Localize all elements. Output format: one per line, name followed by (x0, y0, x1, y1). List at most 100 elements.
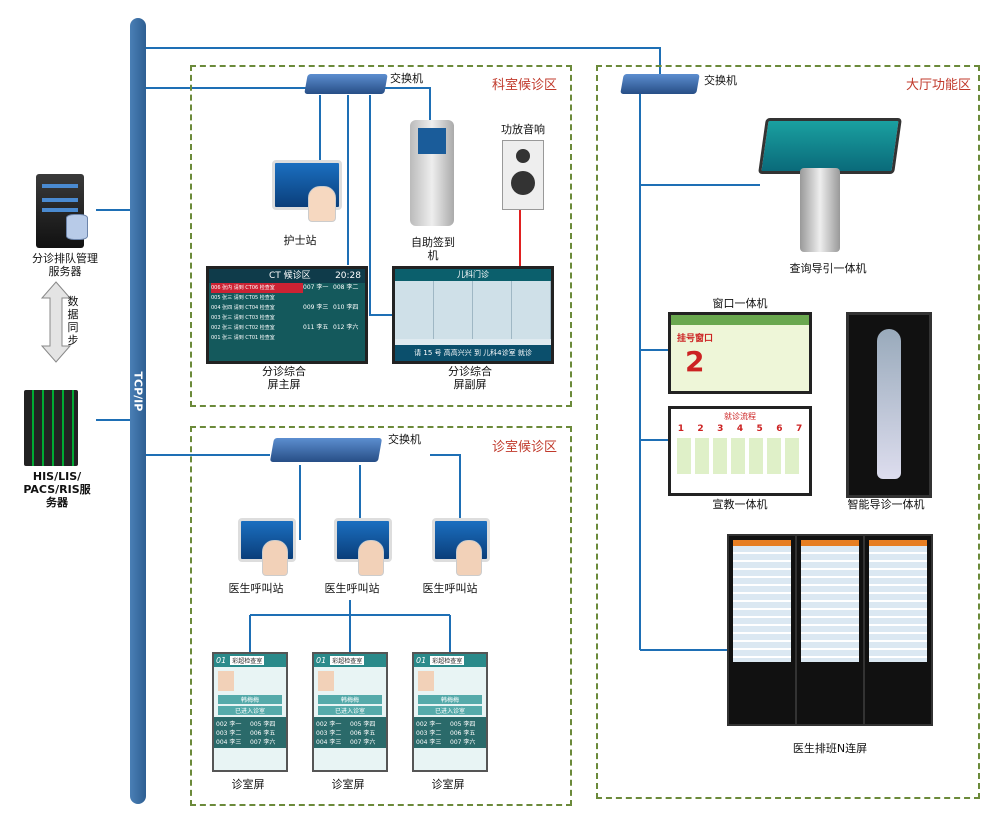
hall-switch-label: 交换机 (704, 74, 737, 87)
nurse-station-label: 护士站 (283, 234, 317, 247)
zone-hall (596, 65, 980, 799)
room-status: 已进入诊室 (318, 706, 382, 715)
queue-item: 007 李一 (303, 284, 329, 291)
query-kiosk-label: 查询导引一体机 (789, 262, 867, 275)
room-screen: 01 彩超检查室 韩梅梅 已进入诊室 002 李一 005 李四 003 李二 … (312, 652, 388, 772)
step-number: 5 (756, 424, 763, 434)
room-queue-item: 006 李五 (250, 730, 276, 737)
room-queue-item: 003 李二 (416, 730, 442, 737)
speaker-icon (502, 140, 544, 210)
room-queue-item: 007 李六 (250, 739, 276, 746)
main-screen-row: 002 张三 请到 CT02 检查室 (211, 325, 275, 331)
zone-dept-wait (190, 65, 572, 407)
dept-switch-icon (304, 74, 388, 94)
education-unit-label: 宣教一体机 (712, 498, 768, 511)
sync-label: 数 据 同 步 (67, 295, 79, 347)
room-queue-item: 006 李五 (350, 730, 376, 737)
schedule-screen-1 (727, 534, 797, 726)
room-doctor: 韩梅梅 (218, 695, 282, 704)
room-title: 彩超检查室 (330, 656, 365, 665)
room-queue-item: 005 李四 (450, 721, 476, 728)
sub-screen-label: 分诊综合 屏副屏 (448, 365, 492, 391)
backbone-label: TCP/IP (131, 371, 145, 412)
tcp-ip-backbone (130, 18, 146, 804)
his-server-label: HIS/LIS/ PACS/RIS服 务器 (23, 470, 91, 509)
clinic-switch-icon (269, 438, 383, 462)
room-title: 彩超检查室 (430, 656, 465, 665)
step-number: 3 (717, 424, 724, 434)
main-screen-label: 分诊综合 屏主屏 (262, 365, 306, 391)
room-number: 01 (216, 656, 227, 665)
room-title: 彩超检查室 (230, 656, 265, 665)
room-screen: 01 彩超检查室 韩梅梅 已进入诊室 002 李一 005 李四 003 李二 … (212, 652, 288, 772)
window-number: 2 (685, 345, 705, 378)
step-number: 1 (677, 424, 684, 434)
body-figure-icon (877, 329, 901, 479)
queue-item: 012 李六 (333, 324, 359, 331)
main-screen-header: CT 候诊区 (269, 271, 311, 281)
doctor-avatar-icon (456, 540, 482, 576)
room-status: 已进入诊室 (218, 706, 282, 715)
education-unit-screen: 就诊流程 1 2 3 4 5 6 7 (668, 406, 812, 496)
education-title: 就诊流程 (724, 412, 756, 421)
sub-screen-footer: 请 15 号 高高兴兴 到 儿科4诊室 就诊 (395, 345, 551, 361)
room-screen-label: 诊室屏 (331, 778, 365, 791)
step-number: 7 (795, 424, 803, 434)
main-screen-row: 005 张三 请到 CT05 检查室 (211, 295, 275, 301)
room-queue-item: 004 李三 (216, 739, 242, 746)
main-screen-row: 001 张三 请到 CT01 检查室 (211, 335, 275, 341)
room-queue-item: 007 李六 (450, 739, 476, 746)
step-number: 6 (776, 424, 783, 434)
queue-item: 009 李三 (303, 304, 329, 311)
room-number: 01 (416, 656, 427, 665)
query-kiosk-stand-icon (800, 168, 840, 252)
zone-dept-wait-title: 科室候诊区 (492, 78, 558, 93)
smart-guide-label: 智能导诊一体机 (847, 498, 925, 511)
room-queue-item: 003 李二 (216, 730, 242, 737)
smart-guide-screen (846, 312, 932, 498)
window-title: 挂号窗口 (677, 334, 714, 344)
main-screen: CT 候诊区 20:28 006 张内 请到 CT06 检查室 005 张三 请… (206, 266, 368, 364)
nurse-avatar-icon (308, 186, 336, 222)
room-screen-label: 诊室屏 (431, 778, 465, 791)
doctor-avatar-icon (262, 540, 288, 576)
room-queue-item: 004 李三 (416, 739, 442, 746)
room-queue-item: 005 李四 (350, 721, 376, 728)
room-queue-item: 002 李一 (416, 721, 442, 728)
room-queue-item: 005 李四 (250, 721, 276, 728)
room-doctor: 韩梅梅 (318, 695, 382, 704)
dept-switch-label: 交换机 (390, 72, 423, 85)
doctor-photo-icon (418, 671, 434, 691)
clinic-switch-label: 交换机 (388, 433, 421, 446)
main-screen-row: 004 张四 请到 CT04 检查室 (211, 305, 275, 311)
room-number: 01 (316, 656, 327, 665)
self-checkin-kiosk-icon (410, 120, 454, 226)
doctor-call-label: 医生呼叫站 (422, 582, 478, 595)
zone-clinic-wait (190, 426, 572, 806)
sub-screen-header: 儿科门诊 (395, 269, 551, 281)
queue-item: 011 李五 (303, 324, 329, 331)
doctor-avatar-icon (358, 540, 384, 576)
schedule-screen-3 (863, 534, 933, 726)
doctor-photo-icon (318, 671, 334, 691)
main-screen-row: 006 张内 请到 CT06 检查室 (211, 283, 303, 293)
room-queue-item: 002 李一 (216, 721, 242, 728)
doctor-photo-icon (218, 671, 234, 691)
queue-item: 008 李二 (333, 284, 359, 291)
room-queue-item: 007 李六 (350, 739, 376, 746)
main-screen-time: 20:28 (335, 271, 361, 281)
window-unit-screen: 挂号窗口 2 (668, 312, 812, 394)
speaker-label: 功放音响 (501, 123, 545, 136)
room-queue-item: 003 李二 (316, 730, 342, 737)
room-screen-label: 诊室屏 (231, 778, 265, 791)
step-number: 4 (736, 424, 744, 434)
step-number: 2 (697, 424, 704, 434)
doctor-call-label: 医生呼叫站 (228, 582, 284, 595)
window-unit-label: 窗口一体机 (712, 297, 768, 310)
zone-hall-title: 大厅功能区 (906, 78, 972, 93)
room-status: 已进入诊室 (418, 706, 482, 715)
sub-screen: 儿科门诊 请 15 号 高高兴兴 到 儿科4诊室 就诊 (392, 266, 554, 364)
self-checkin-label: 自助签到 机 (411, 236, 455, 262)
doctor-schedule-label: 医生排班N连屏 (792, 742, 868, 755)
